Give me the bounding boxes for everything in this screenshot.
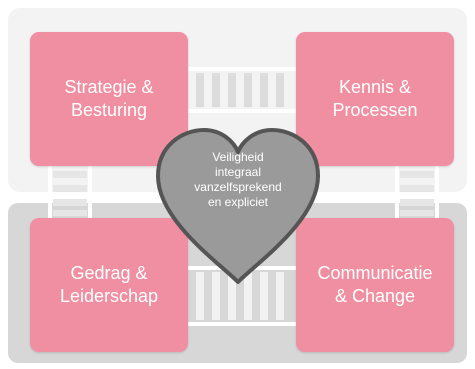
- track-left: [48, 166, 92, 218]
- box-communicatie-change: Communicatie & Change: [296, 218, 454, 352]
- track-right: [395, 166, 439, 218]
- heart-label: Veiligheid integraal vanzelfsprekend en …: [194, 150, 282, 209]
- track-top: [188, 67, 296, 113]
- box-strategie-besturing: Strategie & Besturing: [30, 32, 188, 166]
- heart-icon: [156, 128, 320, 284]
- box-gedrag-leiderschap: Gedrag & Leiderschap: [30, 218, 188, 352]
- heart-shape: [156, 128, 320, 284]
- box-kennis-processen: Kennis & Processen: [296, 32, 454, 166]
